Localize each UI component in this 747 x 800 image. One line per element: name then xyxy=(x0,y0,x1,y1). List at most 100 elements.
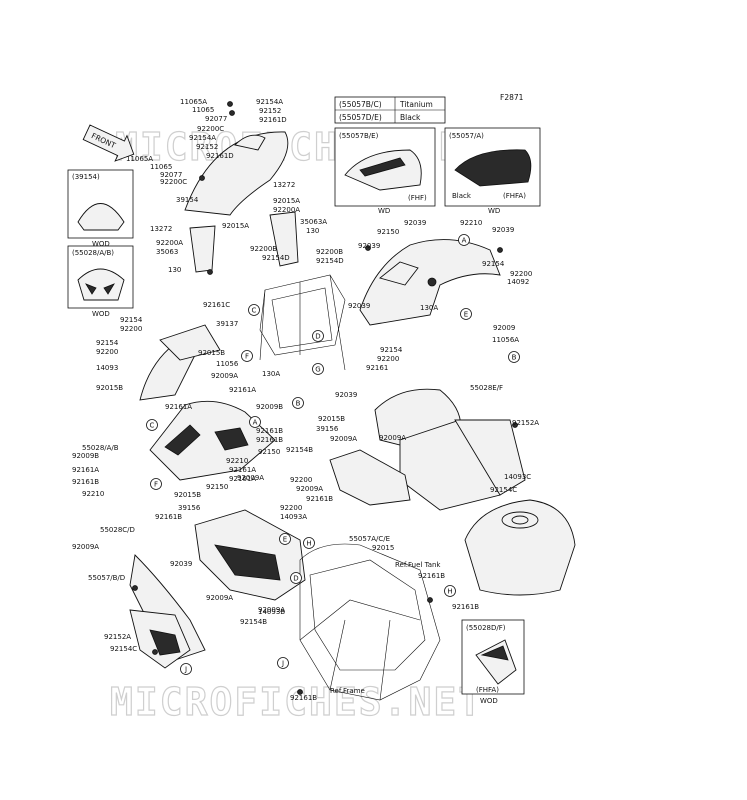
part-number-label: 39156 xyxy=(178,504,201,512)
part-number-label: 92200A xyxy=(273,206,300,214)
part-number-label: 92015B xyxy=(174,491,201,499)
part-number-label: 92200 xyxy=(96,348,118,356)
callout-letter-c: C xyxy=(150,422,155,430)
callout-letter-b: B xyxy=(296,400,301,408)
callout-circle-e xyxy=(460,308,472,320)
part-number-label: 35063A xyxy=(300,218,327,226)
part-number-label: 92039 xyxy=(348,302,370,310)
part-number-label: 92039 xyxy=(404,219,426,227)
callout-circle-e xyxy=(279,533,291,545)
part-number-label: 92200B xyxy=(250,245,277,253)
part-number-label: 11065A xyxy=(126,155,153,163)
ref-frame: Ref.Frame xyxy=(330,687,365,695)
part-number-label: 92009B xyxy=(256,403,283,411)
callout-letter-b: B xyxy=(512,354,517,362)
part-number-label: 130A xyxy=(420,304,438,312)
part-number-label: 92009A xyxy=(206,594,233,602)
callout-letter-e: E xyxy=(464,311,468,319)
part-number-label: 92154C xyxy=(490,486,517,494)
part-number-label: 130A xyxy=(262,370,280,378)
part-number-label: 92150 xyxy=(377,228,399,236)
part-number-label: 92210 xyxy=(226,457,248,465)
part-number-label: 92150 xyxy=(258,448,280,456)
inset-3-code: (55057B/E) xyxy=(339,132,379,140)
part-number-label: 92009A xyxy=(330,435,357,443)
callout-circle-b xyxy=(508,351,520,363)
part-number-label: 11056 xyxy=(216,360,239,368)
inset-4-sub: WD xyxy=(488,207,500,215)
part-number-label: 92154B xyxy=(286,446,313,454)
figure-id: F2871 xyxy=(500,93,524,102)
inset-windscreen: (39154) WOD xyxy=(67,169,134,248)
part-number-label: 92200 xyxy=(290,476,312,484)
part-number-label: 92154B xyxy=(240,618,267,626)
watermark-bottom: MICROFICHES.NET xyxy=(110,680,483,724)
part-number-label: 39154 xyxy=(176,196,199,204)
part-number-label: 92200 xyxy=(377,355,399,363)
part-number-label: 92161B xyxy=(72,478,99,486)
part-number-label: 92154A xyxy=(256,98,283,106)
inset-5-code: (55028D/F) xyxy=(466,624,506,632)
callout-circle-d xyxy=(290,572,302,584)
ref-fuel-tank: Ref.Fuel Tank xyxy=(395,561,441,569)
part-number-label: 92161B xyxy=(256,427,283,435)
part-number-label: 11065 xyxy=(150,163,172,171)
part-number-label: 92210 xyxy=(460,219,482,227)
callout-circle-c xyxy=(146,419,158,431)
color-name-2: Black xyxy=(400,113,421,122)
part-number-label: 92077 xyxy=(205,115,227,123)
callout-letter-f: F xyxy=(245,353,249,361)
inset-1-sub: WOD xyxy=(92,240,110,248)
part-number-label: 92015B xyxy=(96,384,123,392)
color-name-1: Titanium xyxy=(399,100,433,109)
callout-letter-f: F xyxy=(154,481,158,489)
callout-circle-d xyxy=(312,330,324,342)
inset-3-sub: WD xyxy=(378,207,390,215)
callout-letter-g: G xyxy=(315,366,320,374)
part-number-label: 92161A xyxy=(72,466,99,474)
part-number-label: 92154 xyxy=(120,316,143,324)
callout-letter-a: A xyxy=(253,419,258,427)
part-number-label: 92152 xyxy=(196,143,218,151)
callout-circle-g xyxy=(312,363,324,375)
inset-5-sub: WOD xyxy=(480,697,498,705)
part-number-label: 92009A xyxy=(258,606,285,614)
part-number-label: 92161C xyxy=(203,301,230,309)
part-number-label: 11065A xyxy=(180,98,207,106)
part-number-label: 39156 xyxy=(316,425,339,433)
main-frame-ref xyxy=(299,543,441,701)
part-number-label: 92161B xyxy=(306,495,333,503)
part-number-label: 92200 xyxy=(510,270,532,278)
callout-letter-h: H xyxy=(447,588,452,596)
part-number-label: 92009A xyxy=(237,474,264,482)
part-number-label: 92009A xyxy=(296,485,323,493)
fuel-tank-cover xyxy=(374,388,526,511)
part-number-label: 11065 xyxy=(192,106,214,114)
inset-2-code: (55028/A/B) xyxy=(72,249,114,257)
part-number-label: 92039 xyxy=(335,391,357,399)
part-number-label: 92161 xyxy=(366,364,388,372)
part-number-label: 92039 xyxy=(170,560,192,568)
callout-circle-f xyxy=(150,478,162,490)
callout-letter-d: D xyxy=(315,333,320,341)
callout-letter-d: D xyxy=(293,575,298,583)
front-cowl xyxy=(139,324,276,481)
part-number-label: 92152A xyxy=(104,633,131,641)
part-number-label: 55028/A/B xyxy=(82,444,119,452)
part-number-label: 92015A xyxy=(222,222,249,230)
callout-circle-c xyxy=(248,304,260,316)
part-number-label: 55057/B/D xyxy=(88,574,125,582)
part-number-label: 92200B xyxy=(316,248,343,256)
inset-4-color: Black xyxy=(452,192,472,200)
callout-letter-j: J xyxy=(281,660,284,668)
part-number-label: 92009A xyxy=(211,372,238,380)
part-number-label: 92154D xyxy=(316,257,344,265)
callout-circle-a xyxy=(458,234,470,246)
inset-side-cover-b: (55057B/E) (FHF) WD xyxy=(334,127,436,215)
part-number-label: 55057A/C/E xyxy=(349,535,390,543)
part-number-label: 92154A xyxy=(189,134,216,142)
part-number-label: 92161B xyxy=(452,603,479,611)
callout-circle-b xyxy=(292,397,304,409)
